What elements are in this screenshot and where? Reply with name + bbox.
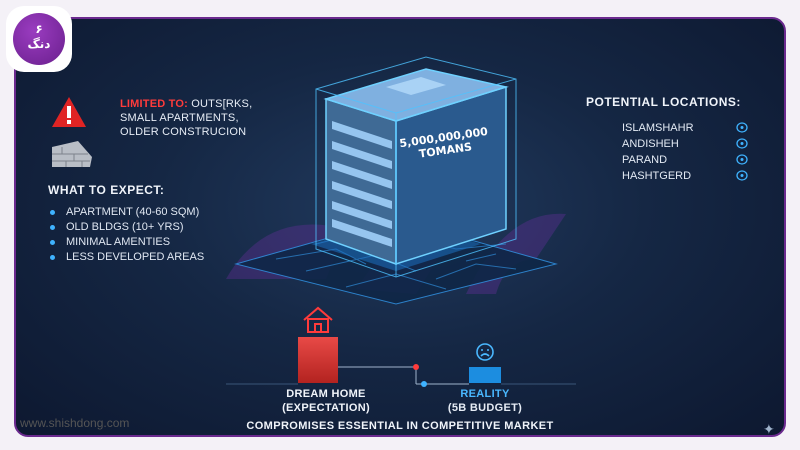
reality-line-2: (5B BUDGET) <box>447 402 523 414</box>
dream-line-1: DREAM HOME <box>286 388 366 400</box>
logo-seal: ۶ دنگ <box>13 13 65 65</box>
location-name: HASHTGERD <box>622 170 692 182</box>
logo-numeral: ۶ <box>35 22 43 36</box>
location-name: ANDISHEH <box>622 138 679 150</box>
locations-list: ISLAMSHAHR ANDISHEH PARAND HASHTGERD <box>622 120 748 184</box>
limited-to-text: LIMITED TO: OUTS[RKS, SMALL APARTMENTS, … <box>120 97 252 139</box>
list-item: ANDISHEH <box>622 136 748 152</box>
list-item: LESS DEVELOPED AREAS <box>48 250 204 265</box>
limited-line-2: SMALL APARTMENTS, <box>120 112 239 124</box>
sparkle-icon: ✦ <box>763 422 775 437</box>
dream-home-label: DREAM HOME (EXPECTATION) <box>266 387 386 415</box>
reality-line-1: REALITY <box>460 388 510 400</box>
location-name: ISLAMSHAHR <box>622 122 694 134</box>
warning-icon <box>52 97 86 127</box>
location-pin-icon <box>736 170 748 181</box>
limited-label: LIMITED TO: <box>120 98 188 110</box>
reality-bar <box>469 367 501 383</box>
list-item: ISLAMSHAHR <box>622 120 748 136</box>
list-item: MINIMAL AMENTIES <box>48 235 204 250</box>
sad-face-icon <box>476 343 494 361</box>
location-pin-icon <box>736 122 748 133</box>
list-item: OLD BLDGS (10+ YRS) <box>48 220 204 235</box>
dream-line-2: (EXPECTATION) <box>282 402 370 414</box>
limited-line-1: OUTS[RKS, <box>188 98 253 110</box>
location-name: PARAND <box>622 154 668 166</box>
reality-label: REALITY (5B BUDGET) <box>430 387 540 415</box>
bottom-caption: COMPROMISES ESSENTIAL IN COMPETITIVE MAR… <box>246 420 554 432</box>
list-item: APARTMENT (40-60 SQM) <box>48 205 204 220</box>
locations-title: POTENTIAL LOCATIONS: <box>586 95 741 109</box>
location-pin-icon <box>736 154 748 165</box>
infographic-frame: 5,000,000,000 TOMANS LIMITED TO: OUTS[RK… <box>14 17 786 437</box>
expect-title: WHAT TO EXPECT: <box>48 183 165 197</box>
list-item: HASHTGERD <box>622 168 748 184</box>
list-item: PARAND <box>622 152 748 168</box>
house-icon <box>303 306 333 333</box>
broken-wall-icon <box>52 141 92 167</box>
expect-list: APARTMENT (40-60 SQM) OLD BLDGS (10+ YRS… <box>48 205 204 265</box>
limited-line-3: OLDER CONSTRUCION <box>120 126 247 138</box>
location-pin-icon <box>736 138 748 149</box>
logo-word: دنگ <box>27 37 51 51</box>
website-url: www.shishdong.com <box>20 416 130 430</box>
comparison-graphic <box>226 306 576 387</box>
building-illustration <box>234 56 558 305</box>
brand-logo: ۶ دنگ <box>6 6 72 72</box>
